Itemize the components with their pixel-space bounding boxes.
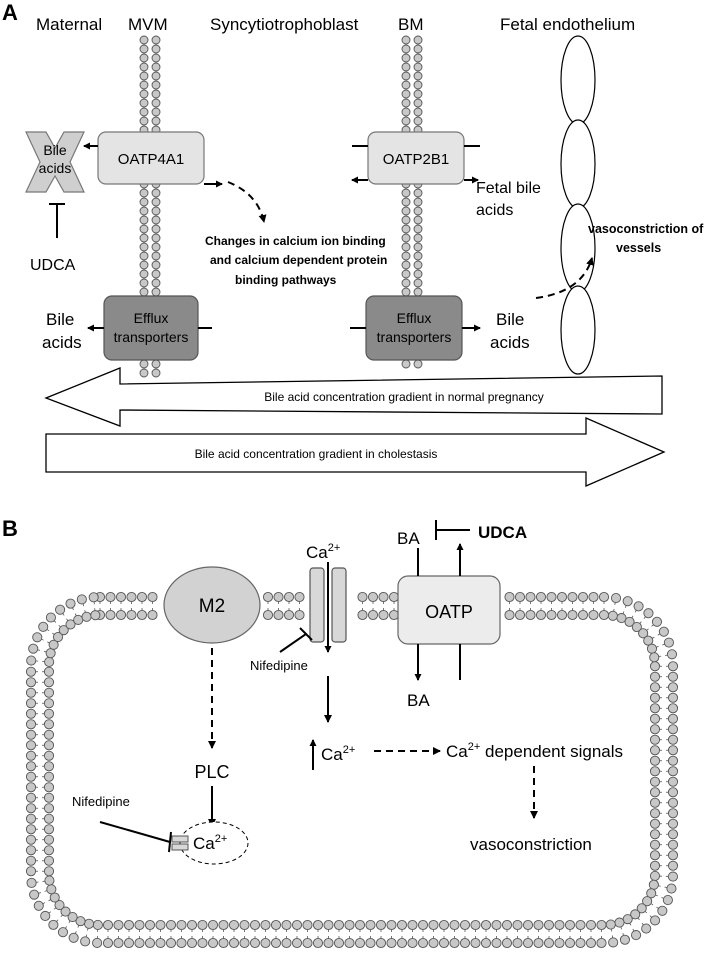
oatp-transporter	[397, 575, 501, 645]
oatp-label: OATP	[425, 602, 473, 622]
nifedipine-channel-label: Nifedipine	[250, 658, 308, 673]
gradient-cholestasis-label: Bile acid concentration gradient in chol…	[195, 447, 438, 461]
gradient-normal-arrow	[44, 367, 663, 427]
efflux-transporter-right	[365, 295, 463, 361]
calcium-note-line1: Changes in calcium ion binding	[205, 234, 386, 248]
ba-top-label: BA	[397, 529, 420, 548]
nifedipine-store-inhibit-bar	[168, 831, 172, 853]
udca-label-b: UDCA	[478, 523, 527, 542]
plc-label: PLC	[194, 762, 229, 782]
cell-membrane	[25, 591, 679, 949]
fetal-bile-acids-line2: acids	[476, 202, 513, 219]
bile-acids-right-line1: Bile	[496, 310, 524, 329]
efflux-right-line2: transporters	[377, 329, 452, 345]
nifedipine-store-inhibit-line	[99, 821, 171, 843]
nifedipine-channel-inhibit-line	[279, 633, 307, 653]
nifedipine-store-label: Nifedipine	[72, 794, 130, 809]
gradient-normal-label: Bile acid concentration gradient in norm…	[264, 390, 544, 404]
ba-bottom-label: BA	[407, 691, 430, 710]
panel-a-letter: A	[2, 0, 18, 25]
udca-label-a: UDCA	[30, 257, 76, 274]
store-channel-bottom	[171, 843, 189, 851]
oatp2b1-transporter	[367, 131, 465, 185]
gradient-cholestasis-arrow	[45, 417, 666, 487]
vasoconstriction-note-line1: vasoconstriction of	[588, 222, 704, 236]
ca-dependent-signals-label: Ca2+ dependent signals	[446, 741, 623, 761]
efflux-left-line2: transporters	[114, 329, 189, 345]
bile-acids-box-line2: acids	[39, 160, 72, 176]
efflux-transporter-left	[103, 295, 199, 361]
vasoconstriction-note-line2: vessels	[616, 241, 661, 255]
fetal-endothelium-cells	[560, 35, 596, 375]
vasoconstriction-curved-arrow	[535, 257, 594, 299]
ca-channel-left	[309, 567, 325, 643]
calcium-note-line2: and calcium dependent protein	[210, 253, 387, 267]
vasoconstriction-label: vasoconstriction	[470, 835, 592, 854]
panel-b-letter: B	[2, 516, 18, 541]
store-channel-top	[171, 835, 189, 843]
ca-store-label: Ca2+	[193, 833, 227, 853]
efflux-left-line1: Efflux	[134, 310, 169, 326]
m2-label: M2	[199, 596, 225, 617]
calcium-note-line3: binding pathways	[235, 273, 337, 287]
header-bm: BM	[398, 15, 424, 34]
header-fetal-endothelium: Fetal endothelium	[500, 15, 635, 34]
ca-channel-right	[331, 567, 347, 643]
calcium-store	[179, 821, 249, 865]
ca-rise-label: Ca2+	[321, 744, 355, 764]
bile-acids-left-line1: Bile	[46, 310, 74, 329]
bile-acids-box-line1: Bile	[43, 142, 67, 158]
m2-receptor	[163, 566, 261, 644]
header-mvm: MVM	[128, 15, 168, 34]
bile-acids-right-line2: acids	[490, 333, 530, 352]
oatp2b1-label: OATP2B1	[383, 151, 449, 168]
efflux-right-line1: Efflux	[397, 310, 432, 326]
ca-channel-label: Ca2+	[306, 542, 340, 562]
nifedipine-channel-inhibit-bar	[299, 627, 313, 641]
fetal-bile-acids-line1: Fetal bile	[476, 180, 541, 197]
header-syncytiotrophoblast: Syncytiotrophoblast	[210, 15, 359, 34]
header-maternal: Maternal	[36, 15, 102, 34]
oatp4a1-transporter	[97, 131, 205, 185]
calcium-curved-arrow	[227, 181, 267, 223]
bile-acids-left-line2: acids	[42, 333, 82, 352]
oatp4a1-label: OATP4A1	[118, 151, 184, 168]
bile-acids-blocked-box: Bile acids	[25, 131, 85, 193]
